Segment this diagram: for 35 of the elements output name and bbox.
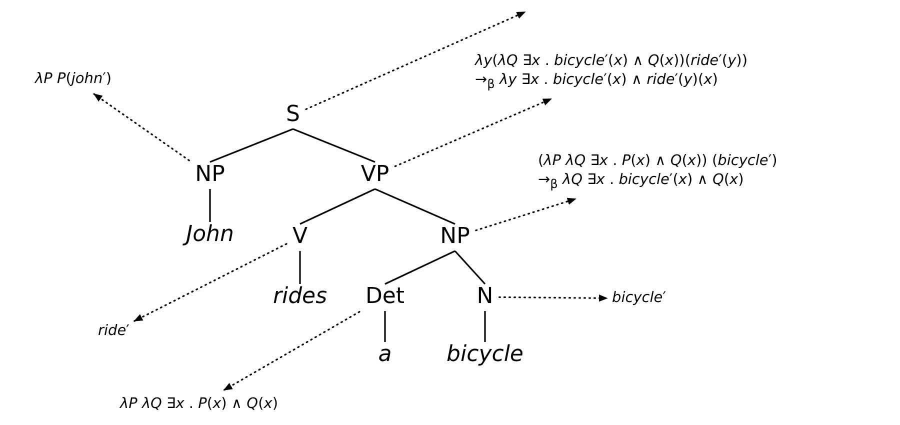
tree-branch bbox=[299, 251, 301, 284]
semantic-formula: ride′ bbox=[98, 322, 130, 341]
semantic-formula: bicycle′ bbox=[612, 289, 666, 308]
tree-branch bbox=[454, 250, 486, 285]
tree-branch bbox=[209, 189, 211, 222]
tree-node-label: NP bbox=[440, 225, 470, 249]
tree-branch bbox=[292, 128, 376, 163]
formula-line: →$_{β}$ λy ∃x . bicycle′(x) ∧ ride′(y)(x) bbox=[475, 71, 719, 93]
formula-line: λy(λQ ∃x . bicycle′(x) ∧ Q(x))(ride′(y)) bbox=[475, 52, 748, 71]
tree-node-label: rides bbox=[272, 285, 328, 309]
tree-branch bbox=[384, 311, 386, 342]
dotted-arrow bbox=[498, 294, 608, 302]
tree-node-label: bicycle bbox=[446, 343, 524, 367]
dotted-arrow bbox=[93, 93, 190, 162]
tree-node-label: N bbox=[476, 285, 494, 309]
dotted-arrow bbox=[475, 198, 576, 232]
tree-node-label: NP bbox=[195, 163, 225, 187]
tree-node-label: S bbox=[286, 103, 300, 127]
tree-branch bbox=[374, 188, 456, 225]
tree-branch bbox=[300, 188, 376, 225]
tree-node-label: VP bbox=[360, 163, 390, 187]
dotted-arrow bbox=[134, 243, 288, 322]
formula-line: →$_{β}$ λQ ∃x . bicycle′(x) ∧ Q(x) bbox=[538, 171, 745, 193]
dotted-arrow bbox=[305, 11, 526, 110]
semantic-formula: λP P(john′) bbox=[35, 70, 112, 89]
dotted-arrow bbox=[394, 98, 552, 168]
tree-node-label: a bbox=[378, 343, 392, 367]
tree-branch bbox=[384, 250, 456, 285]
semantic-formula: λP λQ ∃x . P(x) ∧ Q(x) bbox=[120, 395, 278, 414]
tree-node-label: V bbox=[292, 225, 308, 249]
dotted-arrow bbox=[223, 310, 360, 391]
tree-branch bbox=[210, 128, 294, 163]
tree-branch bbox=[484, 311, 486, 342]
formula-line: (λP λQ ∃x . P(x) ∧ Q(x)) (bicycle′) bbox=[538, 152, 778, 171]
tree-node-label: Det bbox=[365, 285, 405, 309]
